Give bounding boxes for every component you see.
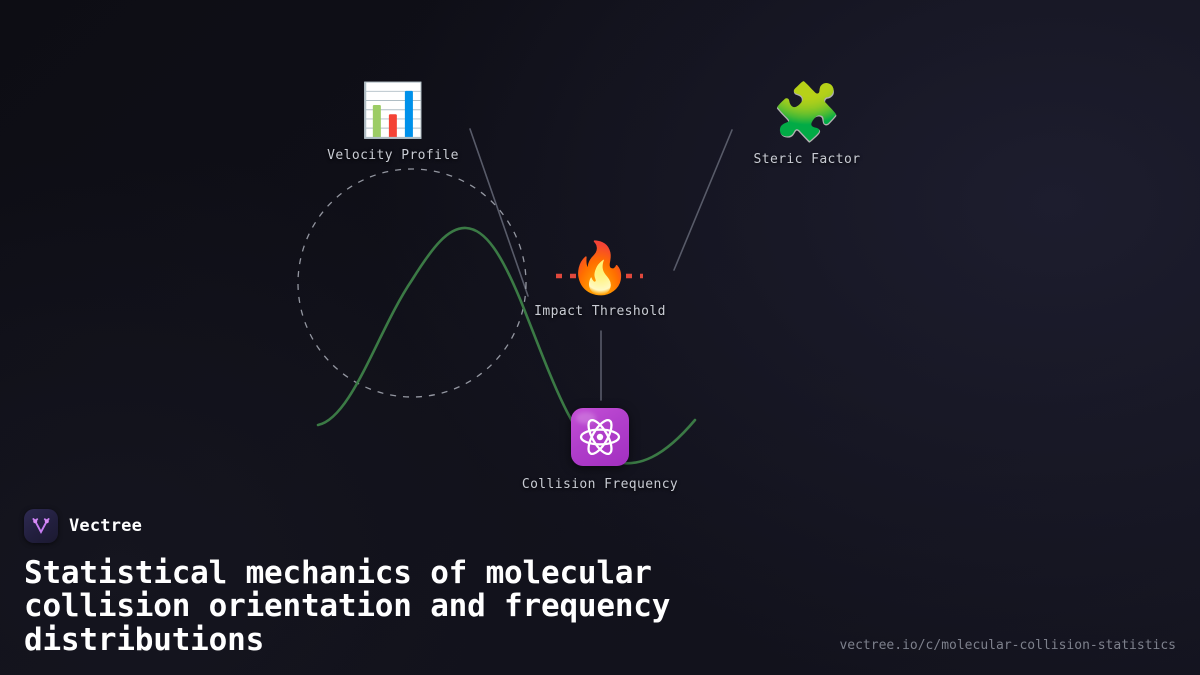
page-title: Statistical mechanics of molecular colli… xyxy=(24,554,671,658)
atom-icon xyxy=(571,408,629,466)
node-label-velocity-profile: Velocity Profile xyxy=(327,148,459,163)
node-label-steric-factor: Steric Factor xyxy=(753,152,861,167)
brand-name: Vectree xyxy=(69,515,143,536)
headline-row: Statistical mechanics of molecular colli… xyxy=(24,554,1176,658)
node-label-impact-threshold: Impact Threshold xyxy=(534,304,666,319)
page-url: vectree.io/c/molecular-collision-statist… xyxy=(839,638,1176,653)
bar-chart-icon: 📊 xyxy=(360,81,426,141)
node-steric-factor[interactable]: 🧩 Steric Factor xyxy=(687,80,927,168)
node-velocity-profile[interactable]: 📊 Velocity Profile xyxy=(273,85,513,163)
vectree-branch-logo-icon xyxy=(24,508,58,543)
poster-footer: Vectree Statistical mechanics of molecul… xyxy=(0,508,1200,675)
node-collision-frequency[interactable]: Collision Frequency xyxy=(480,408,720,492)
node-impact-threshold[interactable]: 🔥 Impact Threshold xyxy=(480,243,720,319)
brand-block: Vectree xyxy=(24,508,1176,543)
puzzle-piece-icon: 🧩 xyxy=(772,80,842,145)
node-label-collision-frequency: Collision Frequency xyxy=(521,477,679,492)
fire-icon: 🔥 xyxy=(568,239,632,297)
